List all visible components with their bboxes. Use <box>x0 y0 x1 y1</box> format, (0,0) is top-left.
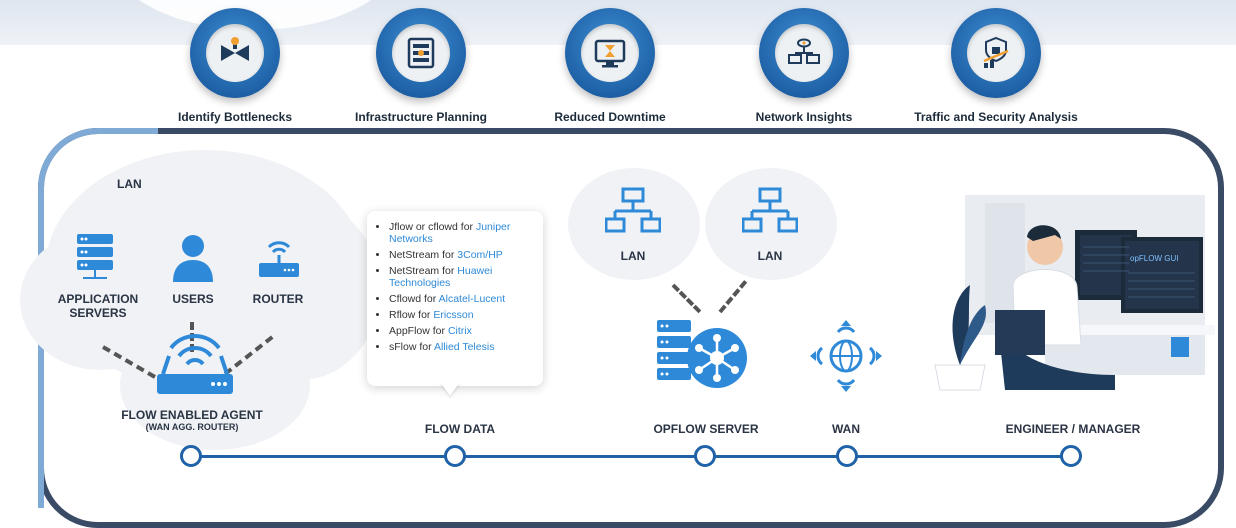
lan-label-1: LAN <box>620 249 646 263</box>
opflow-server-label: OPFLOW SERVER <box>653 422 759 436</box>
wifi-router-icon <box>157 334 233 394</box>
wan-globe-icon <box>810 320 882 392</box>
network-topology-icon <box>742 187 798 233</box>
user-icon <box>173 235 213 282</box>
router-label: ROUTER <box>252 292 304 306</box>
flow-agent-title: FLOW ENABLED AGENT <box>121 408 263 422</box>
flow-protocol-text: sFlow for <box>389 341 434 353</box>
vendor-name: Huawei Technologies <box>389 265 493 289</box>
flow-protocol-text: Jflow or cflowd for <box>389 221 476 233</box>
feature-identify-bottlenecks: Identify Bottlenecks <box>150 8 320 124</box>
callout-pointer <box>440 382 460 396</box>
network-eye-icon <box>788 38 820 64</box>
flow-protocol-item: sFlow for Allied Telesis <box>389 341 535 353</box>
feature-traffic-security-analysis: Traffic and Security Analysis <box>911 8 1081 124</box>
flow-protocol-text: Cflowd for <box>389 293 439 305</box>
timeline-node-flow-data <box>444 445 466 467</box>
server-stack-icon <box>77 234 113 279</box>
feature-label: Identify Bottlenecks <box>177 110 293 124</box>
feature-network-insights: Network Insights <box>719 8 889 124</box>
lan-cloud-small-2 <box>705 168 837 280</box>
server-rack-icon <box>407 37 435 69</box>
lan-title: LAN <box>117 177 142 191</box>
engineer-workstation-illustration: opFLOW GUI <box>934 195 1215 391</box>
vendor-name: Citrix <box>447 325 472 337</box>
lan-cloud-small-1 <box>568 168 700 280</box>
flow-protocol-item: Jflow or cflowd for Juniper Networks <box>389 221 535 245</box>
vendor-name: Allied Telesis <box>433 341 495 353</box>
flow-protocol-text: NetStream for <box>389 249 458 261</box>
router-icon <box>259 241 299 277</box>
wan-label: WAN <box>832 422 860 436</box>
vendor-name: 3Com/HP <box>457 249 503 261</box>
feature-label: Network Insights <box>755 110 853 124</box>
screen-text: opFLOW GUI <box>1130 254 1178 263</box>
feature-label: Infrastructure Planning <box>354 110 488 124</box>
shield-chart-icon <box>983 36 1009 68</box>
flow-protocol-text: AppFlow for <box>389 325 448 337</box>
flow-protocol-item: Rflow for Ericsson <box>389 309 535 321</box>
feature-reduced-downtime: Reduced Downtime <box>525 8 695 124</box>
timeline-line <box>190 455 1072 458</box>
vendor-name: Juniper Networks <box>389 221 511 245</box>
valve-bottleneck-icon <box>221 37 249 61</box>
flow-protocol-item: AppFlow for Citrix <box>389 325 535 337</box>
timeline-node-agent <box>180 445 202 467</box>
timeline-node-opflow-server <box>694 445 716 467</box>
flow-protocol-item: Cflowd for Alcatel-Lucent <box>389 293 535 305</box>
flow-protocol-item: NetStream for Huawei Technologies <box>389 265 535 289</box>
flow-agent-sublabel: (WAN AGG. ROUTER) <box>145 422 239 432</box>
flow-protocol-item: NetStream for 3Com/HP <box>389 249 535 261</box>
opflow-server-icon <box>657 320 747 388</box>
users-label: USERS <box>172 292 214 306</box>
network-topology-icon <box>605 187 661 233</box>
flow-data-callout: Jflow or cflowd for Juniper NetworksNetS… <box>367 211 543 386</box>
flow-protocol-list: Jflow or cflowd for Juniper NetworksNetS… <box>367 221 543 353</box>
feature-infrastructure-planning: Infrastructure Planning <box>336 8 506 124</box>
application-servers-label: APPLICATION SERVERS <box>57 292 139 320</box>
timeline-node-wan <box>836 445 858 467</box>
flow-protocol-text: NetStream for <box>389 265 458 277</box>
lan-label-2: LAN <box>757 249 783 263</box>
feature-label: Reduced Downtime <box>554 110 666 124</box>
vendor-name: Alcatel-Lucent <box>438 293 506 305</box>
monitor-hourglass-icon <box>594 39 626 68</box>
feature-label: Traffic and Security Analysis <box>914 110 1078 124</box>
flow-data-label: FLOW DATA <box>424 422 496 436</box>
flow-agent-label: FLOW ENABLED AGENT (WAN AGG. ROUTER) <box>112 408 272 432</box>
engineer-label: ENGINEER / MANAGER <box>1005 422 1141 436</box>
timeline-node-engineer <box>1060 445 1082 467</box>
vendor-name: Ericsson <box>433 309 474 321</box>
flow-protocol-text: Rflow for <box>389 309 434 321</box>
